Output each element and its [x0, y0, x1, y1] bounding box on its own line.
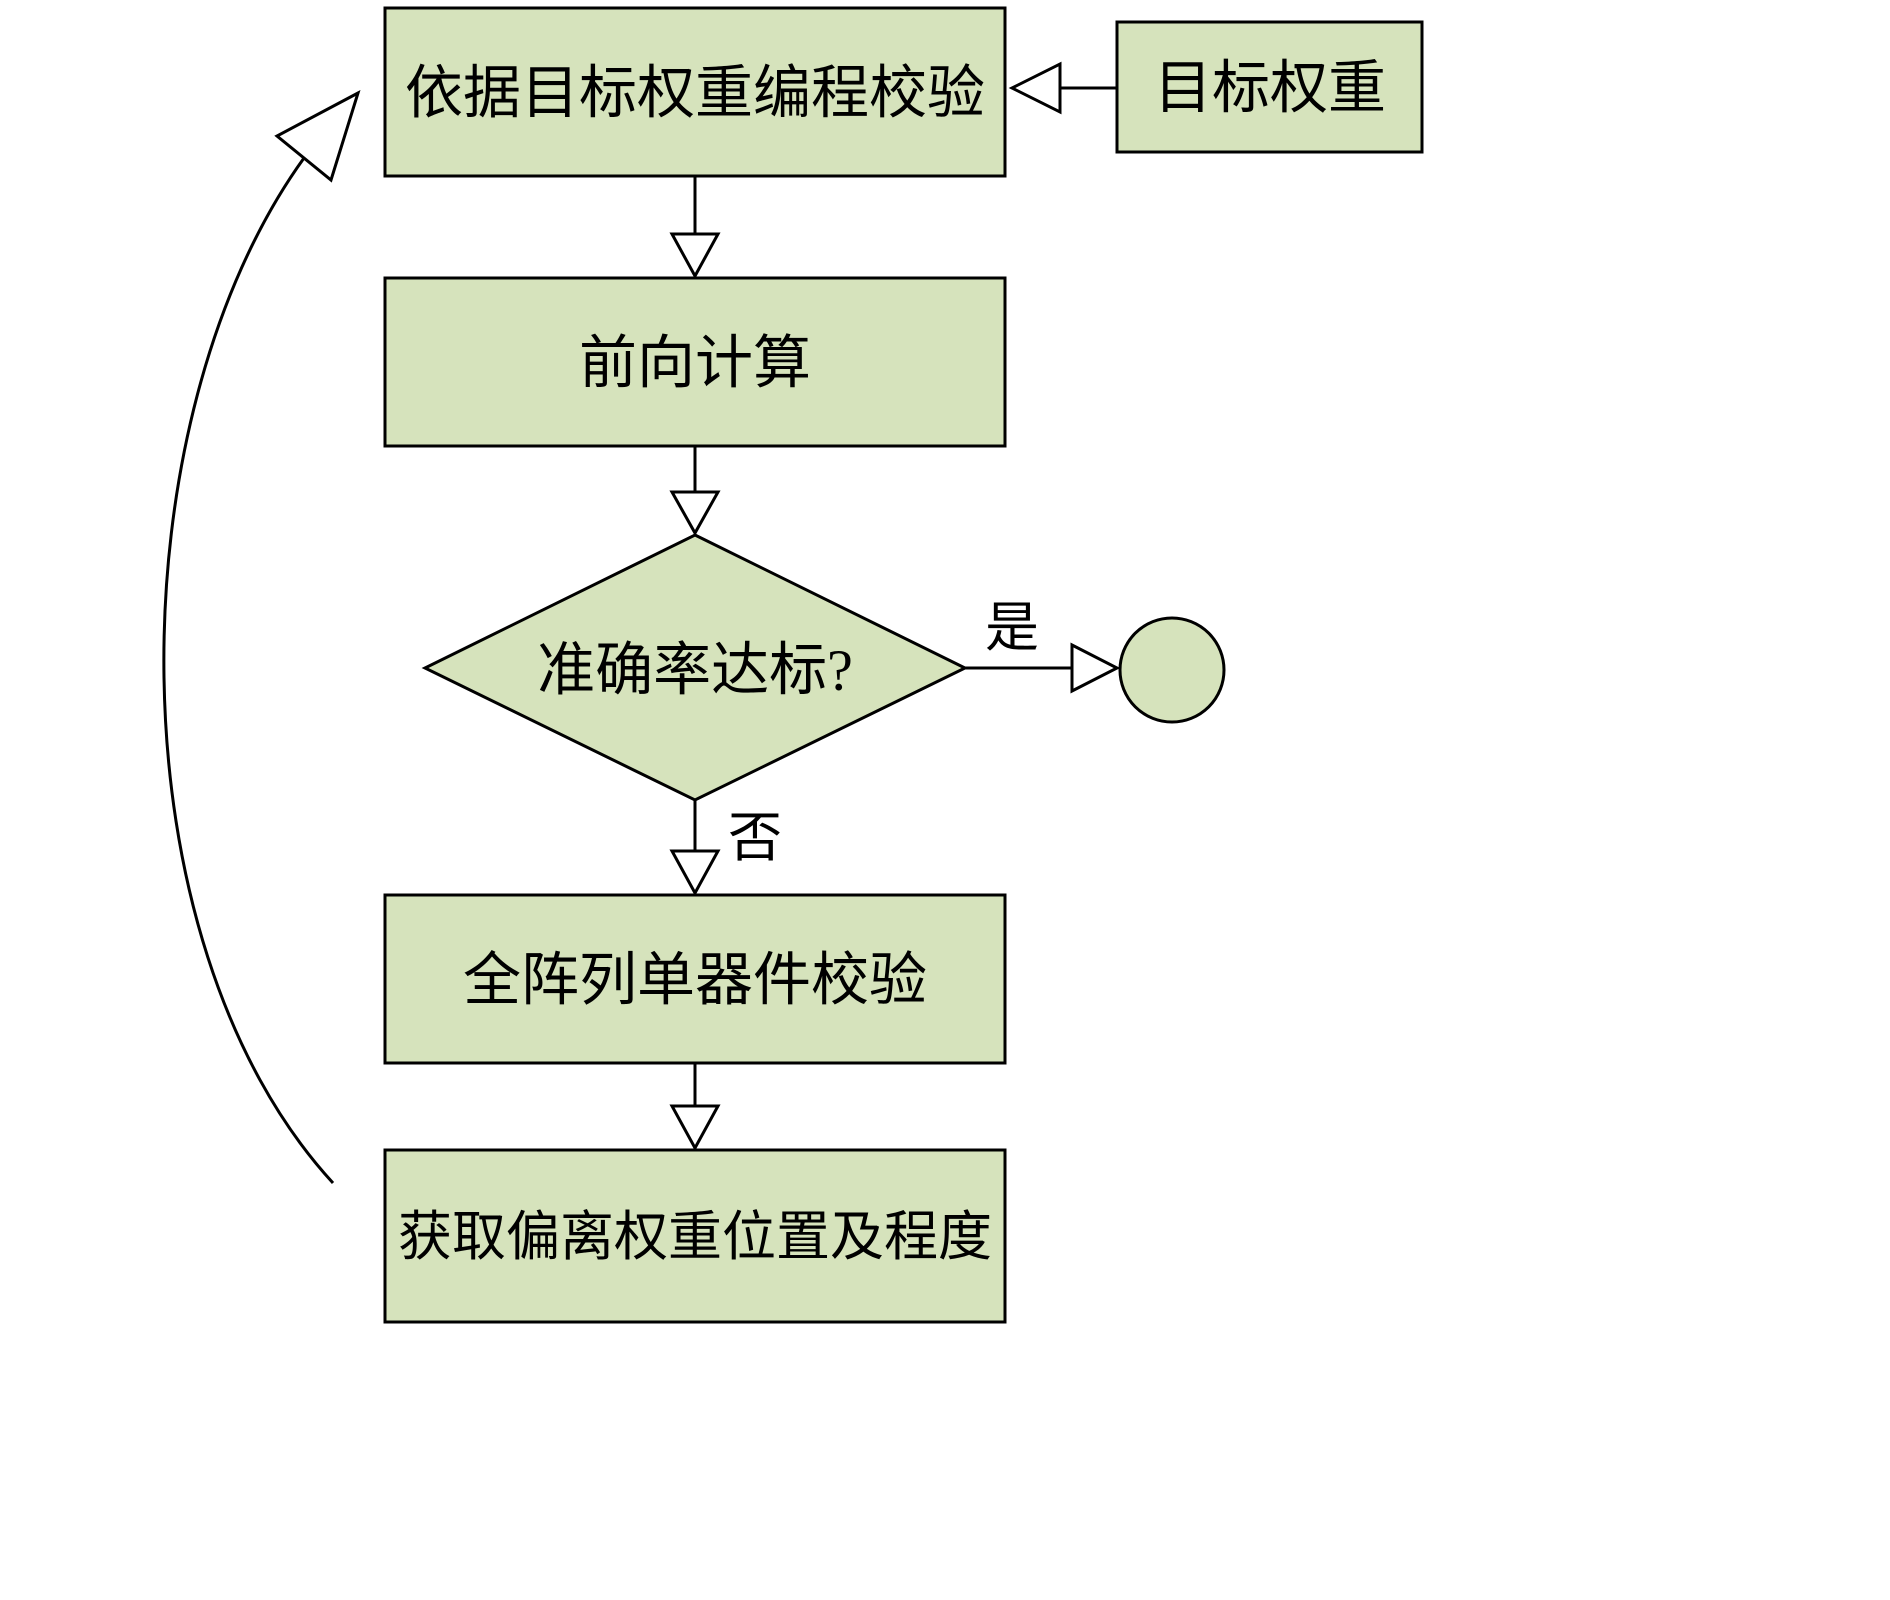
- arrowhead-down-into-forwardcompute: [669, 232, 721, 280]
- node-target-weight: [1115, 20, 1424, 154]
- label-no-branch: 否: [728, 808, 782, 868]
- arrowhead-loopback-into-programverify: [274, 89, 361, 183]
- label-program-verify: 依据目标权重编程校验: [405, 61, 985, 126]
- edge-loopback-deviation-to-programverify: [162, 157, 335, 1185]
- arrowhead-down-into-arrayverify: [669, 849, 721, 897]
- label-array-verify: 全阵列单器件校验: [463, 948, 927, 1013]
- arrowhead-right-into-end: [1070, 642, 1121, 694]
- arrowhead-down-into-deviation: [669, 1104, 721, 1152]
- node-accuracy-decision: [421, 533, 969, 802]
- label-deviation-fetch: 获取偏离权重位置及程度: [398, 1207, 992, 1267]
- node-forward-compute: [383, 276, 1007, 448]
- arrowhead-down-into-decision: [669, 490, 721, 537]
- label-forward-compute: 前向计算: [579, 331, 811, 396]
- label-target-weight: 目标权重: [1154, 56, 1386, 121]
- label-yes-branch: 是: [985, 598, 1039, 658]
- node-array-verify: [383, 893, 1007, 1065]
- node-end-terminal: [1118, 616, 1226, 724]
- arrowhead-left-into-programverify: [1008, 61, 1062, 115]
- label-accuracy-decision: 准确率达标?: [537, 638, 853, 703]
- node-program-verify: [383, 6, 1007, 178]
- node-deviation-fetch: [383, 1148, 1007, 1324]
